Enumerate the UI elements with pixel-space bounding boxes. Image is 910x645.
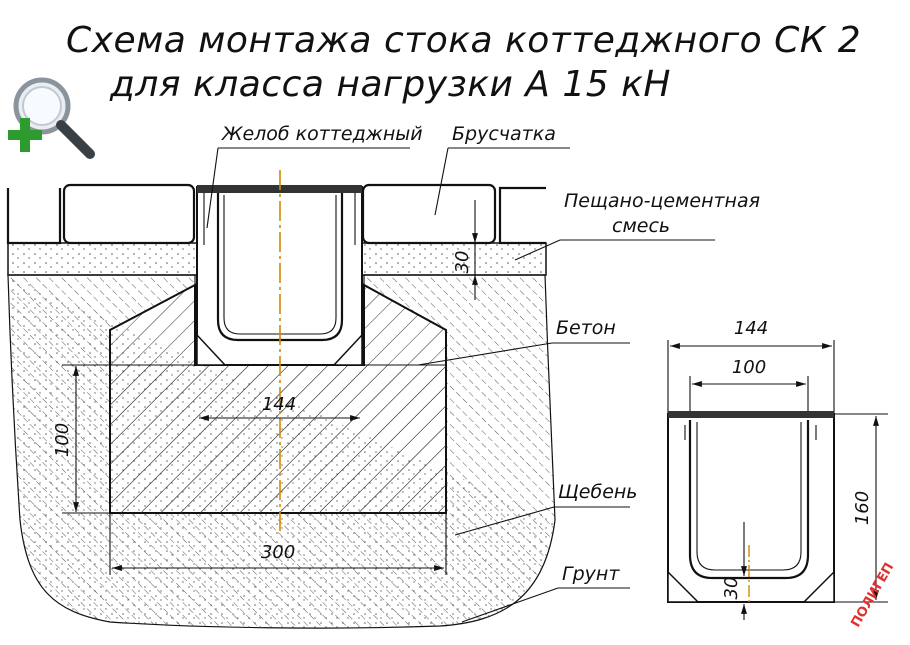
title-line-1: Схема монтажа стока коттеджного СК 2: [66, 20, 861, 61]
brand-text: ПОЛИГЕП: [848, 560, 897, 630]
label-sand-mix-text-2: смесь: [612, 215, 670, 237]
label-soil-text: Грунт: [562, 563, 620, 585]
dim-layer-30: 30: [452, 200, 478, 300]
section-width-144-text: 144: [734, 318, 768, 339]
dim-width-144-text: 144: [262, 394, 296, 415]
section-depth-30-text: 30: [721, 577, 742, 600]
label-gravel-text: Щебень: [558, 481, 638, 503]
poligon-logo: ПОЛИГЕП: [848, 560, 897, 630]
label-soil: Грунт: [461, 563, 630, 623]
label-paving-text: Брусчатка: [452, 123, 556, 145]
label-paving: Брусчатка: [434, 123, 570, 216]
dim-width-300: 300: [109, 513, 447, 575]
zoom-in-icon[interactable]: [8, 77, 95, 159]
dim-layer-30-text: 30: [452, 251, 473, 274]
dim-width-300-text: 300: [261, 542, 295, 563]
section-width-100-text: 100: [732, 357, 766, 378]
gutter-cross-section: 144 100 160 30: [667, 318, 888, 620]
dim-depth-100-text: 100: [52, 423, 73, 457]
section-height-160-text: 160: [852, 491, 873, 525]
label-gravel: Щебень: [454, 481, 638, 536]
label-gutter-text: Желоб коттеджный: [221, 123, 423, 145]
dim-depth-100: 100: [52, 364, 110, 514]
label-gutter: Желоб коттеджный: [206, 123, 423, 229]
label-concrete-text: Бетон: [556, 317, 616, 339]
label-sand-mix-text-1: Пещано-цементная: [564, 190, 760, 212]
label-sand-mix: Пещано-цементная смесь: [514, 190, 760, 261]
label-concrete: Бетон: [417, 317, 630, 366]
dim-width-144: 144: [199, 394, 360, 421]
title-line-2: для класса нагрузки А 15 кН: [109, 64, 671, 105]
